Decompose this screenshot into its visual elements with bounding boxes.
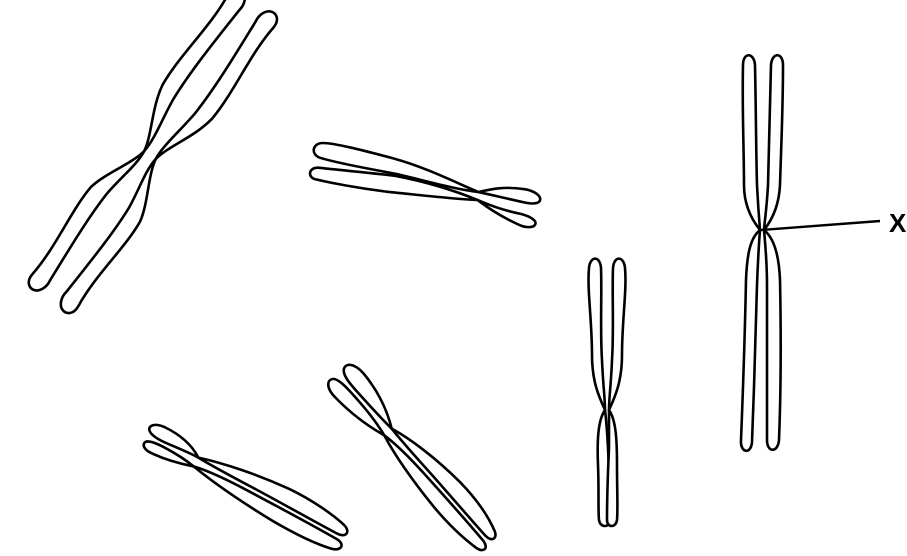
chromosome-5-left-upper: [589, 259, 605, 410]
chromosome-3: [138, 417, 354, 555]
chromosome-2-short-arm-top: [478, 182, 541, 205]
label-x: X: [889, 208, 907, 238]
chromosome-6-left-upper: [743, 55, 760, 230]
label-x-leader-line: [761, 221, 880, 230]
chromosome-5-right-lower: [607, 410, 617, 526]
chromosome-5-right-upper: [609, 259, 625, 410]
chromosome-6-right-lower: [764, 230, 781, 450]
chromosome-1: [23, 0, 282, 318]
chromosome-4: [324, 360, 505, 555]
chromosome-6: [741, 55, 783, 451]
chromosome-5: [589, 259, 626, 526]
chromosome-6-left-lower: [741, 230, 760, 451]
chromosome-2: [307, 141, 544, 228]
chromosome-6-right-upper: [764, 55, 783, 230]
